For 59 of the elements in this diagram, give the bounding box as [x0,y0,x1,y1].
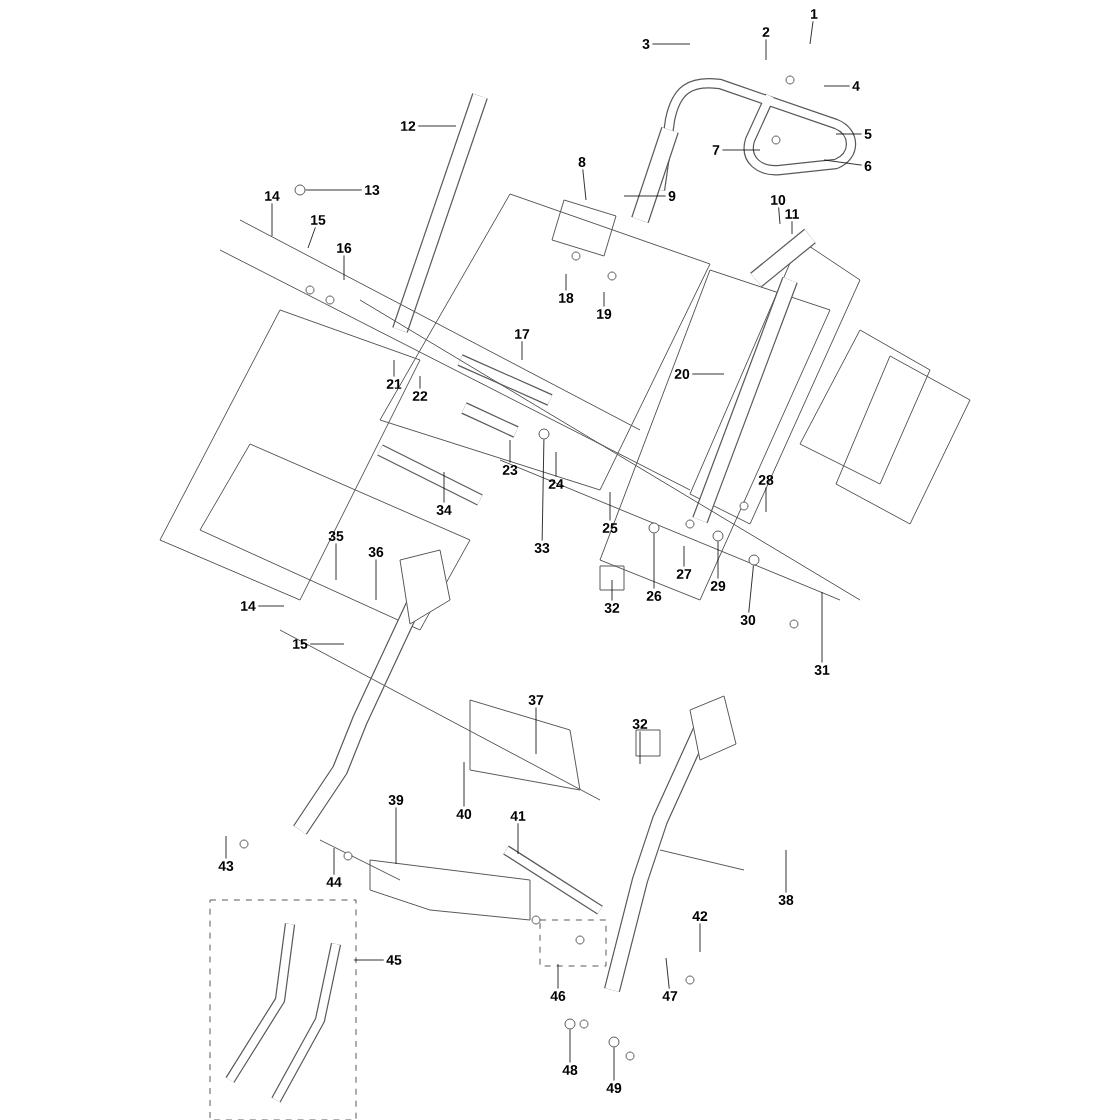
leader-line [555,451,557,478]
leader-line [517,822,519,855]
leader-line [748,565,754,613]
leader-line [521,340,523,361]
leader-line [309,643,345,645]
leader-line [611,579,613,601]
leader-line [509,439,511,463]
leader-line [785,849,787,893]
leader-line [271,202,273,237]
leader-line [257,605,285,607]
leader-line [541,439,545,541]
leader-line [717,541,719,579]
leader-line [393,359,395,378]
leader-line [353,959,385,961]
leader-line [791,220,793,235]
leader-line [722,149,761,151]
leader-line [683,545,685,568]
leader-line [333,847,335,876]
leader-line [821,591,823,663]
leader-line [535,707,537,755]
washer [648,522,660,534]
leader-line [307,226,316,249]
leader-line [652,43,691,45]
leader-line [699,923,701,953]
leader-line [603,291,605,307]
leader-line [335,543,337,581]
washer [748,554,760,566]
leader-line [823,159,863,166]
leader-line [765,38,767,61]
leader-line [395,807,397,865]
leader-line [419,375,421,390]
leader-line [639,731,641,765]
leader-line [823,85,851,87]
leader-line [809,20,814,45]
leader-line [443,471,445,503]
leader-line [609,491,611,521]
leader-line [417,125,457,127]
leader-line [305,189,363,191]
leader-line [765,487,767,513]
leader-line [835,133,863,135]
leader-line [463,761,465,807]
leader-line [691,373,725,375]
washer [294,184,306,196]
leader-line [665,957,670,990]
washer [712,530,724,542]
leader-line [375,559,377,601]
leader-line [565,273,567,291]
washer [564,1018,576,1030]
leader-line [569,1029,571,1063]
washer [608,1036,620,1048]
leader-line [582,169,587,201]
leader-line [557,963,559,989]
leader-line [623,195,667,197]
leader-line [778,207,781,225]
leader-line [225,835,227,859]
leader-line [653,533,655,589]
leader-line [343,255,345,281]
leader-line [613,1047,615,1081]
washer [538,428,550,440]
